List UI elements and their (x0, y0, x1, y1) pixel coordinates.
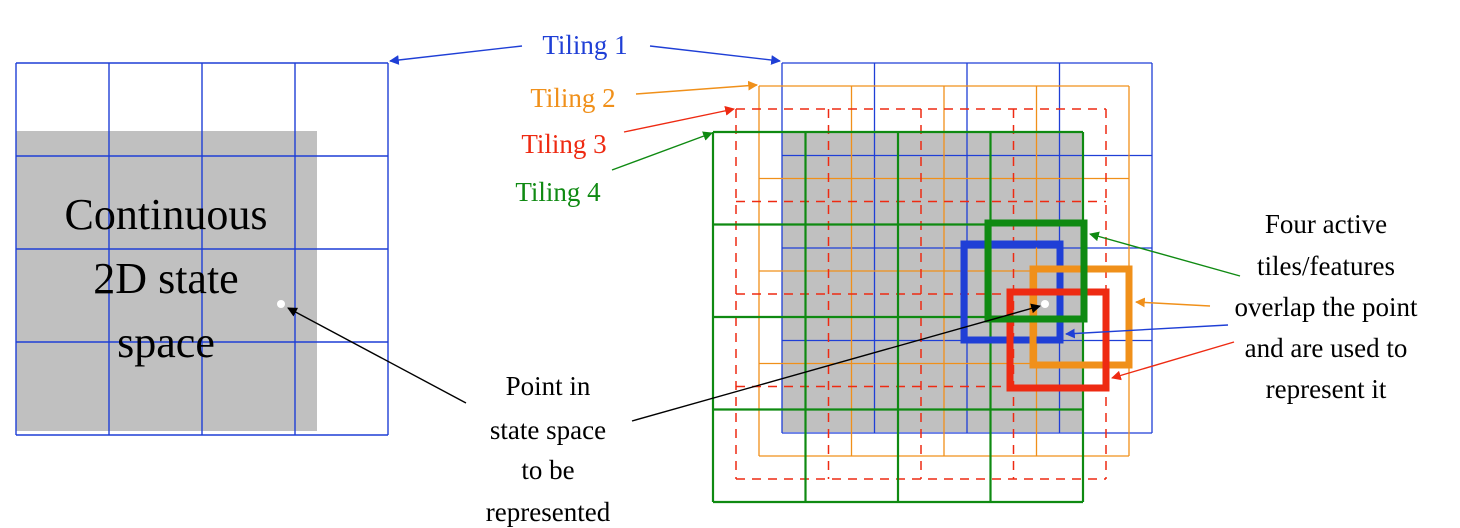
active-arrow-tiling-1 (1065, 324, 1229, 339)
tiling-3-label: Tiling 3 (521, 129, 606, 159)
active-tile-tiling-3 (1006, 288, 1110, 392)
tiling-4-label: Tiling 4 (515, 177, 601, 207)
point-arrow-right (631, 303, 1041, 422)
left-panel: Continuous 2D state space (15, 62, 389, 436)
right-point (1041, 300, 1049, 308)
point-label-line-2: state space (490, 415, 606, 445)
state-space-label-line-1: Continuous (65, 190, 268, 239)
tiling-4-grid (711, 130, 1085, 504)
active-tiles-label-line-1: Four active (1265, 209, 1387, 239)
tiling-2-label: Tiling 2 (530, 83, 615, 113)
tiling-1-arrow-left (389, 45, 523, 65)
tiling-4-arrow (611, 131, 713, 171)
tiling-1-arrow-right (649, 45, 781, 65)
state-space-label-line-3: space (117, 318, 215, 367)
active-tiles-label-line-5: represent it (1266, 374, 1387, 404)
point-arrow-left (287, 307, 467, 404)
active-arrow-tiling-3 (1111, 341, 1235, 381)
left-state-space (16, 131, 317, 431)
left-point (277, 300, 285, 308)
tiling-1-label: Tiling 1 (542, 30, 627, 60)
point-label-line-1: Point in (506, 371, 591, 401)
active-tiles-label-line-4: and are used to (1245, 333, 1408, 363)
active-tiles-label-line-3: overlap the point (1235, 292, 1418, 322)
active-arrow-tiling-2 (1135, 297, 1211, 308)
state-space-label-line-2: 2D state (93, 254, 238, 303)
tiling-3-arrow (623, 106, 735, 133)
point-label-line-4: represented (486, 497, 611, 527)
left-tiling-grid (15, 62, 389, 436)
active-arrow-tiling-4 (1089, 231, 1241, 277)
point-label-line-3: to be (521, 455, 574, 485)
right-panel (711, 62, 1153, 504)
active-tile-tiling-4 (984, 219, 1088, 323)
active-tiles-label-line-2: tiles/features (1257, 251, 1395, 281)
tiling-2-arrow (635, 80, 758, 95)
